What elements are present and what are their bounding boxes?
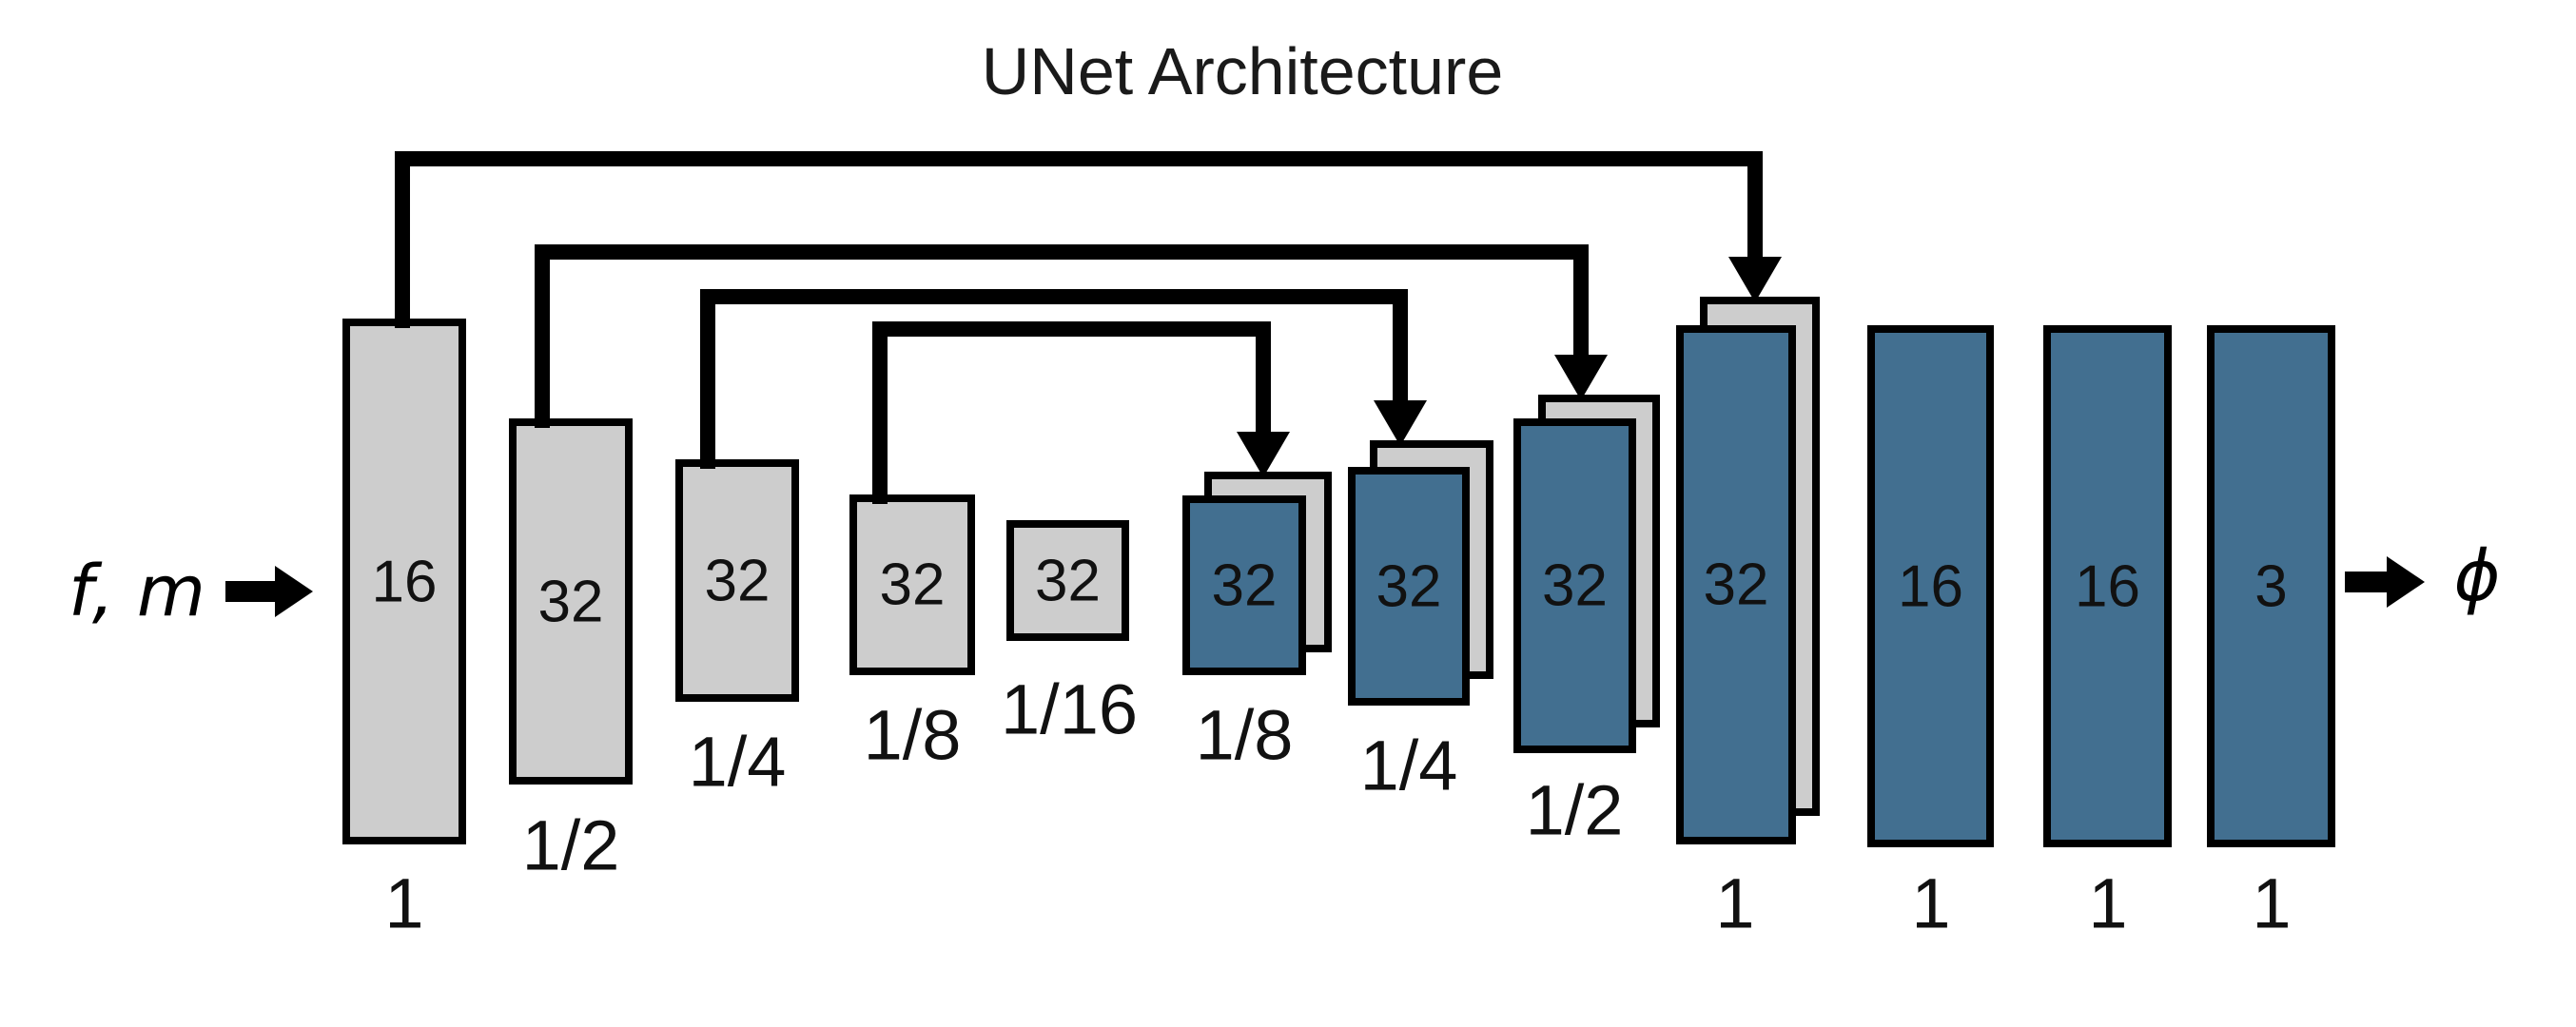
skip-connection-4-left-vline bbox=[872, 321, 888, 504]
skip-connection-2-arrowhead-icon bbox=[1554, 355, 1608, 400]
input-arrow-shaft bbox=[225, 581, 275, 602]
channel-label-encoder-4: 32 bbox=[879, 552, 946, 618]
channel-label-conv-3: 3 bbox=[2254, 553, 2288, 619]
encoder-box-encoder-2 bbox=[509, 418, 633, 785]
channel-label-decoder-full: 32 bbox=[1703, 552, 1769, 618]
conv-box-conv-2 bbox=[2043, 325, 2172, 847]
skip-connection-4-hline bbox=[872, 321, 1271, 337]
scale-label-decoder-1-2: 1/2 bbox=[1525, 770, 1624, 850]
scale-label-conv-3: 1 bbox=[2252, 863, 2292, 943]
skip-connection-3-left-vline bbox=[700, 289, 715, 469]
decoder-front-box-decoder-1-2 bbox=[1513, 418, 1636, 753]
decoder-front-box-decoder-full bbox=[1676, 325, 1796, 844]
diagram-title: UNet Architecture bbox=[981, 34, 1504, 108]
scale-label-conv-1: 1 bbox=[1911, 863, 1951, 943]
skip-connection-3-arrowhead-icon bbox=[1374, 400, 1427, 446]
channel-label-decoder-1-2: 32 bbox=[1542, 552, 1608, 619]
skip-connection-1-arrowhead-icon bbox=[1728, 257, 1782, 302]
encoder-box-encoder-3 bbox=[675, 459, 799, 702]
scale-label-encoder-1: 1 bbox=[384, 863, 424, 943]
skip-connection-2-hline bbox=[535, 244, 1589, 260]
channel-label-conv-1: 16 bbox=[1898, 553, 1963, 619]
input-label: f, m bbox=[68, 551, 205, 632]
channel-label-encoder-3: 32 bbox=[704, 548, 771, 613]
skip-connection-1-hline bbox=[395, 151, 1763, 166]
output-label: ϕ bbox=[2453, 535, 2501, 617]
channel-label-decoder-1-8: 32 bbox=[1211, 552, 1278, 618]
encoder-box-encoder-1 bbox=[342, 319, 466, 844]
encoder-box-bottleneck bbox=[1006, 520, 1129, 641]
scale-label-decoder-full: 1 bbox=[1715, 863, 1755, 943]
skip-connection-4-arrowhead-icon bbox=[1237, 432, 1290, 477]
decoder-front-box-decoder-1-8 bbox=[1182, 495, 1306, 675]
input-arrow-icon bbox=[275, 566, 313, 617]
output-arrow-shaft bbox=[2345, 572, 2387, 592]
decoder-front-box-decoder-1-4 bbox=[1348, 467, 1470, 706]
conv-box-conv-1 bbox=[1867, 325, 1994, 847]
output-arrow-icon bbox=[2387, 556, 2425, 608]
channel-label-encoder-2: 32 bbox=[537, 569, 604, 634]
skip-connection-3-right-vline bbox=[1393, 289, 1408, 406]
encoder-box-encoder-4 bbox=[849, 494, 975, 675]
scale-label-decoder-1-4: 1/4 bbox=[1359, 726, 1458, 805]
channel-label-decoder-1-4: 32 bbox=[1376, 553, 1442, 619]
scale-label-encoder-4: 1/8 bbox=[863, 695, 962, 775]
channel-label-bottleneck: 32 bbox=[1035, 548, 1101, 613]
skip-connection-3-hline bbox=[700, 289, 1408, 304]
skip-connection-1-left-vline bbox=[395, 151, 410, 328]
scale-label-encoder-3: 1/4 bbox=[688, 722, 787, 802]
scale-label-encoder-2: 1/2 bbox=[521, 805, 620, 885]
skip-connection-4-right-vline bbox=[1256, 321, 1271, 437]
scale-label-decoder-1-8: 1/8 bbox=[1195, 695, 1294, 775]
scale-label-conv-2: 1 bbox=[2088, 863, 2128, 943]
skip-connection-2-right-vline bbox=[1573, 244, 1589, 360]
channel-label-encoder-1: 16 bbox=[371, 549, 438, 614]
scale-label-bottleneck: 1/16 bbox=[1000, 669, 1139, 749]
channel-label-conv-2: 16 bbox=[2075, 553, 2140, 619]
conv-box-conv-3 bbox=[2207, 325, 2335, 847]
skip-connection-2-left-vline bbox=[535, 244, 550, 428]
skip-connection-1-right-vline bbox=[1747, 151, 1763, 262]
